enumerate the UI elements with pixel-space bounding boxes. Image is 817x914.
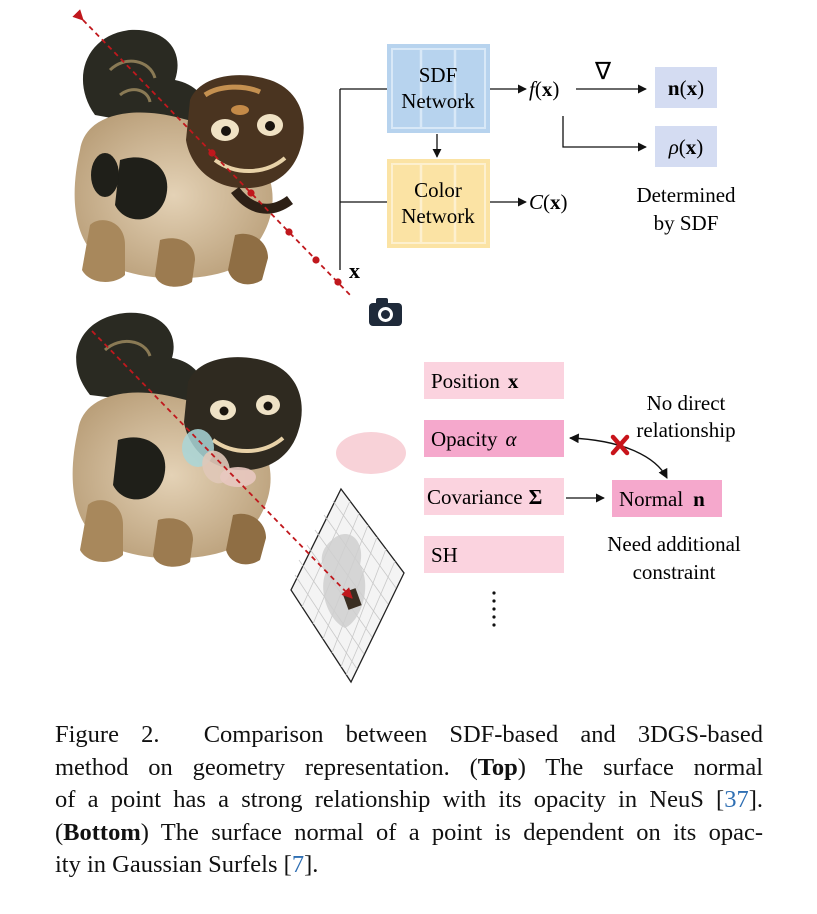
determined-by-sdf-label: Determined [636, 183, 736, 207]
no-relationship-arrow [569, 433, 668, 479]
sdf-output-label: f(x) [529, 77, 559, 101]
gaussian-ellipsoids [182, 429, 256, 487]
cross-icon [610, 434, 630, 456]
gaussian-primitive [336, 432, 406, 474]
need-additional-constraint-label: Need additional [607, 532, 741, 556]
more-attributes-ellipsis [492, 591, 496, 627]
sample-point [208, 149, 216, 157]
sdf-network-box: SDF Network [387, 44, 490, 133]
citation-link[interactable]: 37 [724, 786, 749, 814]
svg-text:n(x): n(x) [668, 76, 704, 100]
color-network-label: Color [414, 178, 462, 202]
svg-text:SH: SH [431, 543, 458, 567]
caption-line: (Bottom) The surface normal of a point i… [55, 818, 763, 846]
lion-figurine-bottom [72, 312, 302, 567]
sample-point [334, 278, 342, 286]
no-direct-relationship-label: relationship [636, 418, 735, 442]
no-direct-relationship-label: No direct [647, 391, 726, 415]
color-output-label: C(x) [529, 190, 568, 214]
camera-ray-bottom [91, 330, 353, 599]
caption-line: ity in Gaussian Surfels [7]. [55, 851, 319, 879]
caption-line: Figure 2. Comparison between SDF-based a… [55, 721, 764, 748]
sdf-network-label: SDF [419, 63, 458, 87]
color-network-box: Color Network [387, 159, 490, 248]
caption-line: method on geometry representation. (Top)… [55, 753, 764, 781]
lion-figurine-top [74, 29, 304, 287]
input-connector [339, 88, 387, 270]
figure-caption: Figure 2. Comparison between SDF-based a… [55, 719, 763, 882]
color-network-label: Network [401, 204, 475, 228]
camera-ray-top [72, 9, 353, 298]
normal-output-box: n(x) [655, 67, 717, 108]
attribute-sh-box: SH [424, 536, 564, 573]
image-plane [290, 487, 405, 684]
caption-line: of a point has a strong relationship wit… [55, 786, 763, 814]
sdf-network-label: Network [401, 89, 475, 113]
sample-point [247, 189, 255, 197]
svg-text:ρ(x): ρ(x) [668, 135, 704, 159]
density-output-box: ρ(x) [655, 126, 717, 167]
comparison-figure: x SDF Network Color Network f(x) ∇ [72, 9, 741, 684]
sample-point [285, 228, 293, 236]
sample-point [312, 256, 320, 264]
camera-icon [369, 298, 402, 326]
need-additional-constraint-label: constraint [633, 560, 716, 584]
determined-by-sdf-label: by SDF [654, 211, 719, 235]
gradient-symbol: ∇ [594, 57, 612, 85]
citation-link[interactable]: 7 [291, 851, 305, 879]
point-x-label: x [349, 258, 360, 283]
